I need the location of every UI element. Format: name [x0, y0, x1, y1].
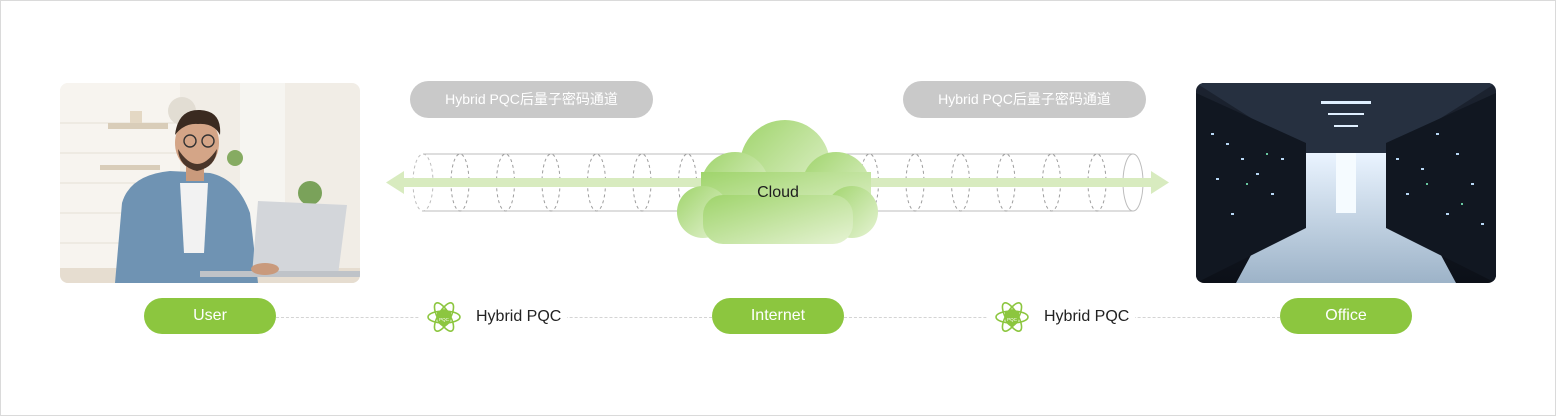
link-pqc-left: PQC Hybrid PQC — [420, 299, 568, 335]
office-photo — [1196, 83, 1496, 283]
tunnel-label-left: Hybrid PQC后量子密码通道 — [410, 81, 653, 118]
svg-text:PQC: PQC — [439, 317, 450, 322]
user-photo — [60, 83, 360, 283]
atom-shield-icon: PQC — [995, 302, 1029, 332]
link-pqc-right-label: Hybrid PQC — [1044, 308, 1130, 325]
link-pqc-left-label: Hybrid PQC — [476, 308, 562, 325]
cloud-shape — [677, 120, 878, 244]
node-internet: Internet — [712, 298, 844, 334]
tunnel-label-right: Hybrid PQC后量子密码通道 — [903, 81, 1146, 118]
cloud-label: Cloud — [757, 184, 799, 201]
link-pqc-right: PQC Hybrid PQC — [988, 299, 1136, 335]
atom-shield-icon: PQC — [427, 302, 461, 332]
node-user: User — [144, 298, 276, 334]
svg-text:PQC: PQC — [1007, 317, 1018, 322]
node-office: Office — [1280, 298, 1412, 334]
